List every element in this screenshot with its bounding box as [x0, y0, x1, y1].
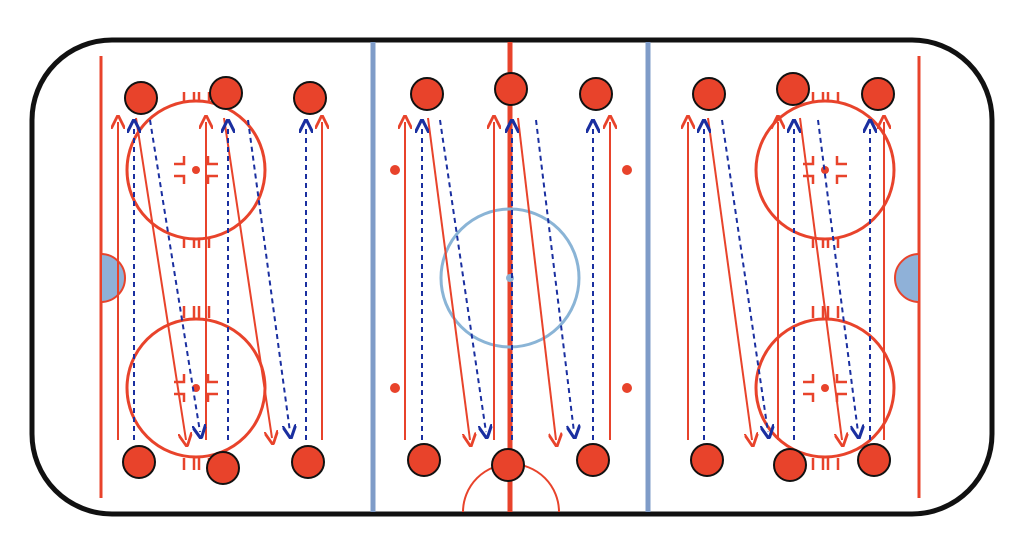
faceoff-circle-right-top: [754, 92, 896, 248]
pass-path: [817, 119, 858, 432]
player-marker: [576, 443, 610, 477]
player-marker: [124, 81, 158, 115]
player-marker: [579, 77, 613, 111]
pass-path: [535, 119, 574, 432]
pass-path: [247, 119, 290, 432]
neutral-faceoff-dot: [622, 165, 632, 175]
player-marker: [494, 72, 528, 106]
right-goal-crease: [894, 252, 920, 304]
right-zone-paths: [688, 118, 884, 440]
pass-path: [439, 119, 486, 432]
player-marker: [690, 443, 724, 477]
skate-path: [223, 117, 272, 438]
players: [122, 72, 895, 485]
left-zone-paths: [118, 118, 322, 440]
player-marker: [692, 77, 726, 111]
neutral-faceoff-dot: [390, 165, 400, 175]
neutral-faceoff-dot: [622, 383, 632, 393]
skate-path: [135, 117, 186, 440]
player-marker: [776, 72, 810, 106]
player-marker: [861, 77, 895, 111]
faceoff-circle-right-bottom: [754, 306, 896, 470]
player-marker: [410, 77, 444, 111]
player-marker: [407, 443, 441, 477]
player-marker: [773, 448, 807, 482]
faceoff-circle-left-top: [125, 92, 267, 248]
neutral-zone-paths: [405, 118, 610, 440]
player-marker: [491, 448, 525, 482]
player-marker: [122, 445, 156, 479]
player-marker: [857, 443, 891, 477]
skate-path: [427, 117, 470, 440]
player-marker: [293, 81, 327, 115]
neutral-faceoff-dot: [390, 383, 400, 393]
pass-path: [721, 119, 768, 432]
pass-path: [149, 119, 200, 432]
player-marker: [291, 445, 325, 479]
skate-path: [517, 117, 556, 440]
player-marker: [206, 451, 240, 485]
player-marker: [209, 76, 243, 110]
skate-path: [707, 117, 752, 440]
skate-path: [799, 117, 842, 440]
center-circle: [439, 207, 581, 349]
